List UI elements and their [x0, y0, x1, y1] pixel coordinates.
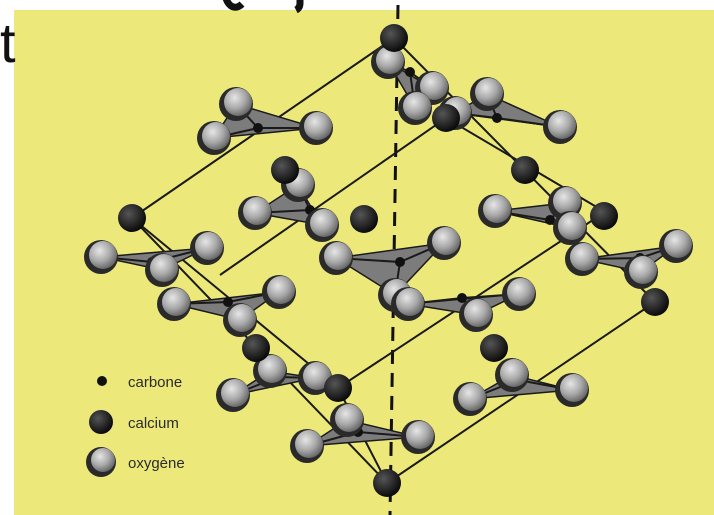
calcium-atoms: [118, 24, 669, 497]
calcium-atom: [641, 288, 669, 316]
legend-calcium-label: calcium: [128, 415, 179, 432]
legend: carbone calcium oxygène: [86, 374, 185, 477]
calcium-atom: [324, 374, 352, 402]
oxygen-atom: [224, 88, 252, 116]
oxygen-atom: [553, 187, 581, 215]
oxygen-atom: [267, 276, 295, 304]
carbonate-group: [84, 231, 224, 287]
oxygen-atom: [548, 111, 576, 139]
oxygen-atom: [376, 46, 404, 74]
oxygen-atom: [221, 379, 249, 407]
calcium-atom: [380, 24, 408, 52]
carbon-atom: [405, 67, 415, 77]
oxygen-atom: [228, 304, 256, 332]
oxygen-atom: [475, 78, 503, 106]
oxygen-atom: [629, 256, 657, 284]
legend-carbon-label: carbone: [128, 374, 182, 391]
oxygen-atom: [420, 72, 448, 100]
calcium-atom: [373, 469, 401, 497]
oxygen-atom: [560, 374, 588, 402]
calcium-atom: [590, 202, 618, 230]
carbon-atom: [253, 123, 263, 133]
legend-oxygen-label: oxygène: [128, 455, 185, 472]
oxygen-atom: [464, 299, 492, 327]
carbon-atom: [395, 257, 405, 267]
calcium-atom: [118, 204, 146, 232]
oxygen-atom: [162, 288, 190, 316]
carbon-atom: [545, 215, 555, 225]
oxygen-atom: [202, 122, 230, 150]
carbon-atom: [223, 297, 233, 307]
oxygen-atom: [500, 359, 528, 387]
calcium-atom: [511, 156, 539, 184]
oxygen-atom: [195, 232, 223, 260]
legend-oxygen-symbol: [91, 448, 115, 472]
oxygen-atom: [570, 243, 598, 271]
carbonate-group: [197, 87, 333, 155]
carbonate-group: [371, 45, 449, 125]
oxygen-atom: [304, 112, 332, 140]
oxygen-atom: [396, 288, 424, 316]
carbon-atom: [457, 293, 467, 303]
oxygen-atom: [406, 421, 434, 449]
oxygen-atom: [258, 355, 286, 383]
oxygen-atom: [295, 430, 323, 458]
oxygen-atom: [432, 227, 460, 255]
calcium-atom: [242, 334, 270, 362]
oxygen-atom: [324, 242, 352, 270]
calcium-atom: [432, 104, 460, 132]
top-white-strip: [0, 0, 714, 10]
oxygen-atom: [458, 383, 486, 411]
legend-carbon-symbol: [97, 376, 107, 386]
carbonate-group: [157, 275, 296, 337]
oxygen-atom: [89, 241, 117, 269]
oxygen-atom: [310, 209, 338, 237]
carbonate-groups: [84, 45, 693, 463]
carbonate-group: [216, 354, 332, 412]
carbonate-group: [453, 358, 589, 416]
header-text-fragment: t: [0, 11, 16, 74]
cropped-title-glyphs: [222, 0, 304, 14]
oxygen-atom: [664, 230, 692, 258]
oxygen-atom: [150, 254, 178, 282]
oxygen-atom: [243, 197, 271, 225]
carbonate-group: [478, 186, 587, 245]
calcium-atom: [271, 156, 299, 184]
calcium-atom: [350, 205, 378, 233]
left-white-strip: [0, 0, 14, 515]
carbonate-triangle: [333, 241, 447, 296]
oxygen-atom: [335, 404, 363, 432]
legend-calcium-symbol: [89, 410, 113, 434]
carbonate-group: [290, 403, 435, 463]
oxygen-atom: [483, 195, 511, 223]
edge-inner-left: [219, 117, 447, 276]
oxygen-atom: [507, 278, 535, 306]
oxygen-atom: [303, 362, 331, 390]
oxygen-atom: [558, 212, 586, 240]
calcium-atom: [480, 334, 508, 362]
carbonate-group: [565, 229, 693, 289]
carbon-atom: [492, 113, 502, 123]
carbonate-group: [391, 277, 536, 332]
oxygen-atom: [403, 92, 431, 120]
